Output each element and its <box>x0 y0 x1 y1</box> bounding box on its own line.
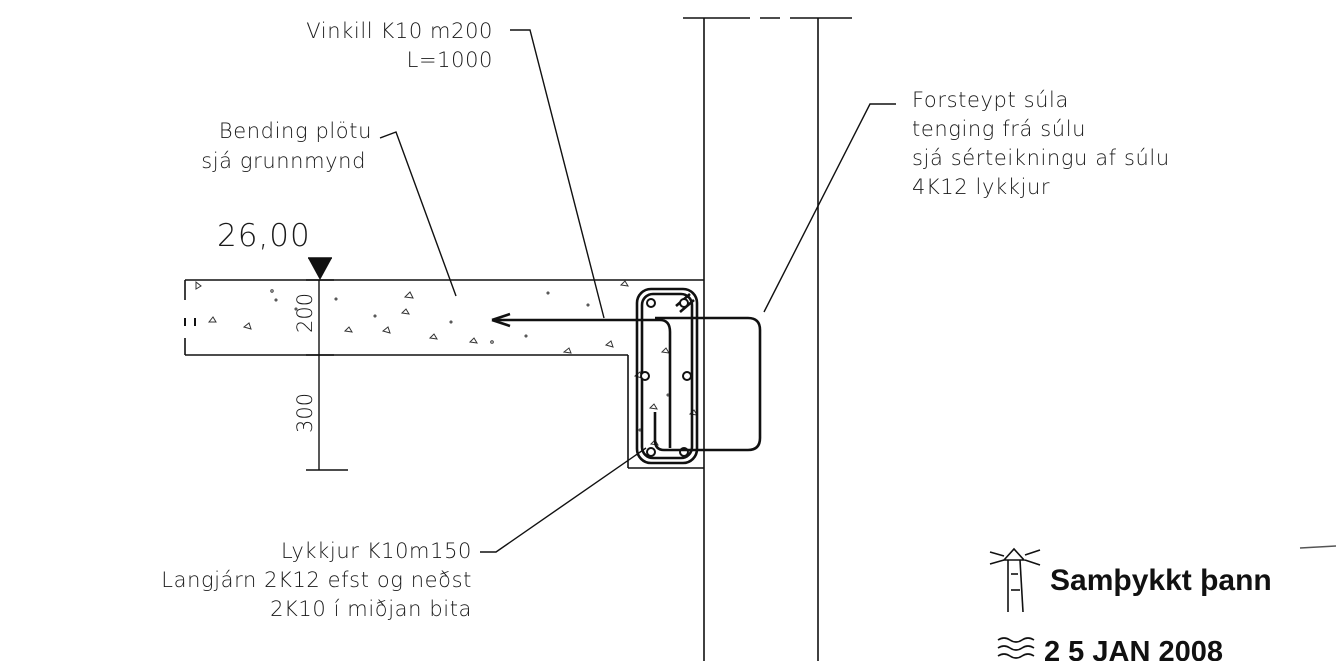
annotation-slab-bend-line2: sjá grunnmynd <box>201 149 366 173</box>
floor-slab <box>184 279 704 356</box>
stamp-text: Samþykkt þann <box>1050 564 1272 597</box>
stamp-date: 2 5 JAN 2008 <box>1044 636 1223 661</box>
annotation-stirrups-line1: Lykkjur K10m150 <box>281 539 472 563</box>
annotation-column-line2: tenging frá súlu <box>912 117 1086 141</box>
annotation-angle-bar-line1: Vinkill K10 m200 <box>306 19 493 43</box>
annotation-slab-bend-line1: Bending plötu <box>219 119 372 143</box>
column-loop-bar <box>653 316 762 452</box>
annotation-column-line3: sjá sérteikningu af súlu <box>912 146 1170 170</box>
angle-bar-k10 <box>491 312 672 448</box>
annotation-column-line4: 4K12 lykkjur <box>912 175 1050 199</box>
lighthouse-icon <box>989 547 1041 659</box>
annotation-column-line1: Forsteypt súla <box>912 88 1069 112</box>
level-label: 26,00 <box>217 218 311 254</box>
slab-thickness-dim: 200 <box>293 293 317 333</box>
longitudinal-bars <box>640 298 692 457</box>
slab-break-marks <box>184 318 196 326</box>
annotation-slab-bend: Bending plötu sjá grunnmynd <box>201 119 372 173</box>
annotation-angle-bar-line2: L=1000 <box>407 48 493 72</box>
annotation-stirrups-line3: 2K10 í miðjan bita <box>270 597 472 621</box>
beam-drop-dim: 300 <box>293 393 317 433</box>
level-marker: 26,00 <box>217 218 332 280</box>
edge-beam <box>627 355 704 469</box>
precast-column <box>683 17 852 661</box>
leader-lines <box>379 29 896 553</box>
annotation-stirrups: Lykkjur K10m150 Langjárn 2K12 efst og ne… <box>161 539 472 621</box>
annotation-stirrups-line2: Langjárn 2K12 efst og neðst <box>161 568 472 592</box>
annotation-angle-bar: Vinkill K10 m200 L=1000 <box>306 19 493 72</box>
annotation-column: Forsteypt súla tenging frá súlu sjá sért… <box>912 88 1170 199</box>
concrete-hatch <box>195 280 698 446</box>
approval-stamp: Samþykkt þann 2 5 JAN 2008 <box>989 545 1336 661</box>
dimension-lines <box>306 279 348 471</box>
